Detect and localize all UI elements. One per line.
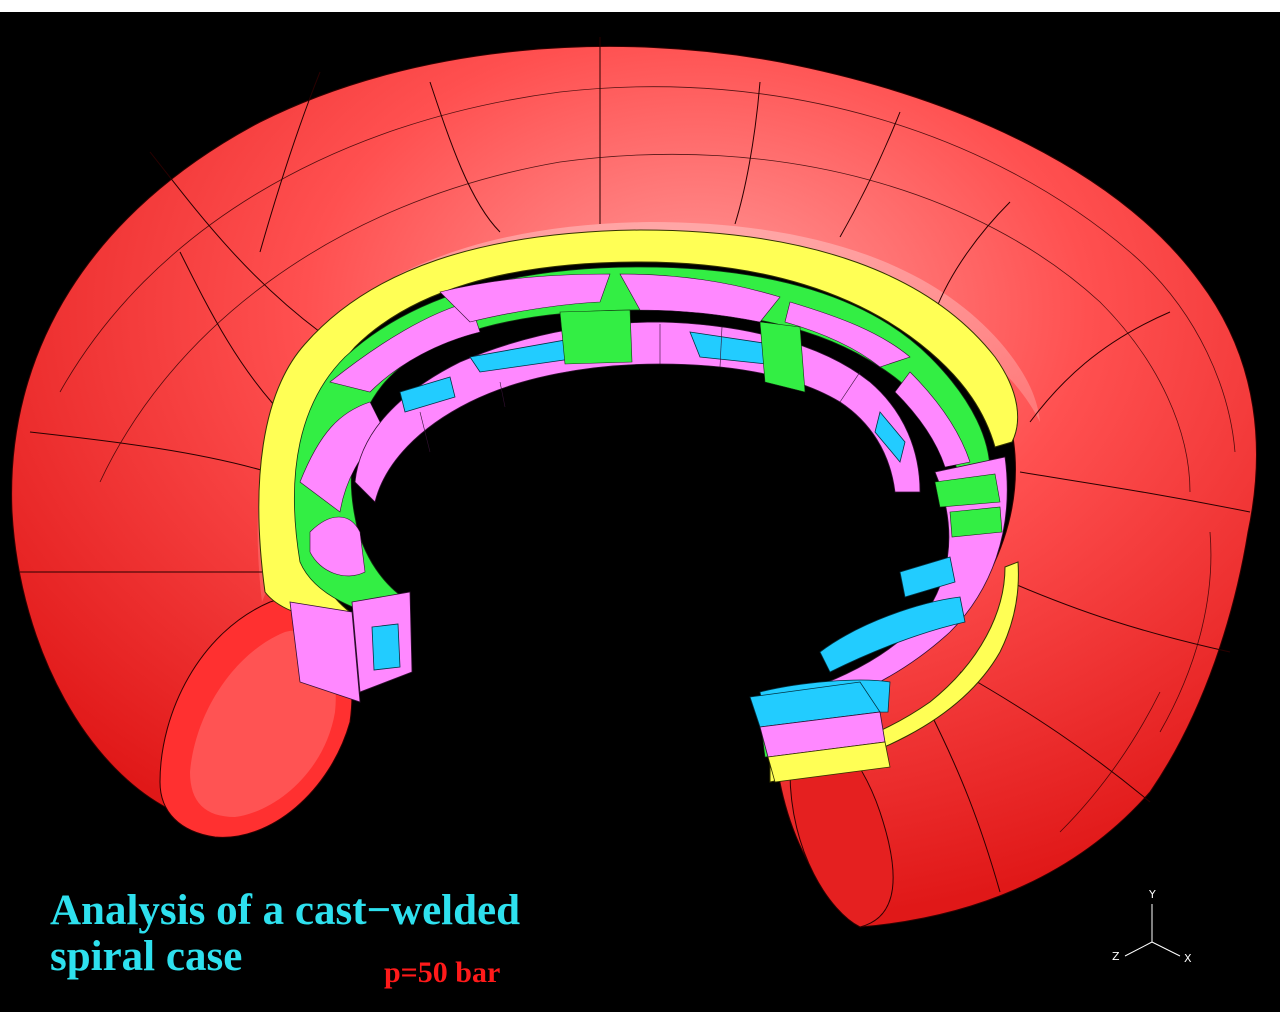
axis-y-label: Y bbox=[1149, 888, 1156, 901]
fe-model-viewport: Y Z X Analysis of a cast−welded spiral c… bbox=[0, 12, 1280, 1012]
stay-ring bbox=[289, 266, 1008, 718]
title-line-2: spiral case bbox=[50, 933, 243, 980]
right-cut-section bbox=[749, 681, 891, 783]
spiral-case-model bbox=[11, 36, 1257, 957]
axis-x-label: X bbox=[1184, 952, 1192, 965]
coordinate-triad-icon bbox=[1124, 904, 1181, 957]
casing-shell bbox=[11, 36, 1257, 928]
title-line-1: Analysis of a cast−welded bbox=[50, 887, 521, 934]
axis-z-label: Z bbox=[1112, 950, 1120, 963]
pressure-label: p=50 bar bbox=[384, 956, 501, 989]
